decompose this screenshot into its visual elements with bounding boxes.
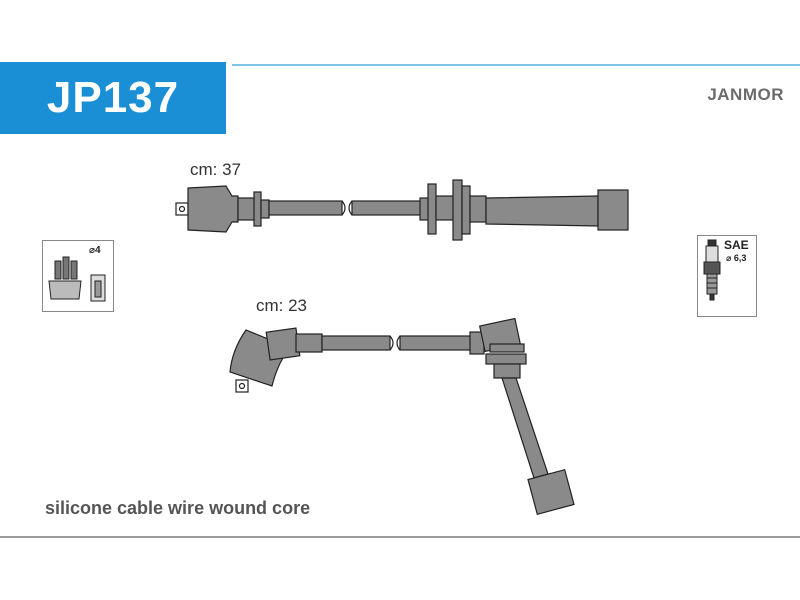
- spark-plug-diameter: ⌀ 6,3: [726, 253, 747, 263]
- spark-plug-icon: [703, 239, 721, 301]
- cable-2-wire-right: [399, 335, 473, 351]
- spark-plug-icon-box: SAE ⌀ 6,3: [697, 235, 757, 317]
- spark-plug-standard: SAE: [724, 238, 749, 252]
- cable-1-wire-right: [351, 200, 423, 216]
- cable-description: silicone cable wire wound core: [45, 498, 311, 518]
- brand-name: JANMOR: [707, 85, 784, 104]
- part-code-badge: JP137: [0, 62, 226, 134]
- cable-2-length: cm: 23: [256, 296, 308, 315]
- cable-1-wire-left: [268, 200, 343, 216]
- cable-1-sleeve-left: [237, 197, 257, 221]
- cable-2-cap: [527, 468, 575, 516]
- cable-2-wire-left: [321, 335, 391, 351]
- cable-1-length: cm: 37: [190, 160, 242, 179]
- cable-2-boot-straight: [501, 377, 549, 479]
- part-code: JP137: [46, 73, 180, 122]
- cable-1-flange: [452, 179, 463, 241]
- cable-1-boot-right: [485, 195, 599, 227]
- cable-2: [229, 317, 575, 516]
- footer-divider: [0, 536, 800, 538]
- cable-1-boot-left: [187, 185, 239, 233]
- cable-1-cap: [597, 189, 629, 231]
- header-divider: [232, 64, 800, 66]
- distributor-cap-icon: [48, 256, 106, 302]
- distributor-icon-box: ⌀4: [42, 240, 114, 312]
- cable-1: [175, 179, 629, 241]
- distributor-diameter: ⌀4: [89, 245, 101, 256]
